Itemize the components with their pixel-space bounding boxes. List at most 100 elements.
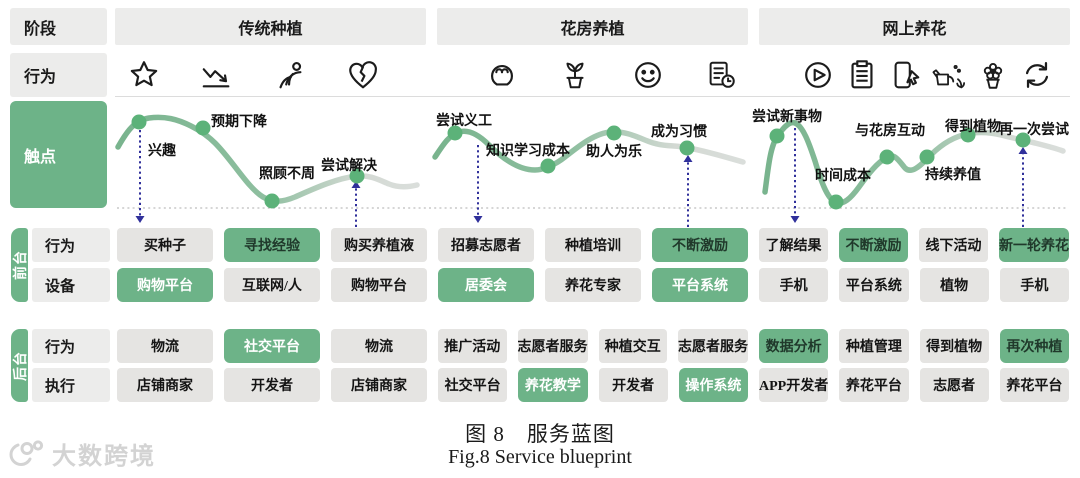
- curve-point-label: 尝试新事物: [752, 110, 822, 125]
- figure-caption-zh: 图 8 服务蓝图: [465, 422, 615, 446]
- blueprint-cell: 社交平台: [224, 329, 320, 363]
- blueprint-cell: 得到植物: [919, 329, 989, 363]
- curve-dot: [131, 114, 147, 130]
- report-clock-icon: [704, 58, 738, 92]
- icons-phase2: [469, 53, 790, 97]
- phase-cell-group: 社交平台养花教学开发者操作系统: [438, 368, 748, 402]
- blueprint-cell: 种植管理: [839, 329, 909, 363]
- blueprint-cell: 招募志愿者: [438, 228, 534, 262]
- curve-point-label: 与花房互动: [855, 124, 925, 139]
- blueprint-cell: APP开发者: [759, 368, 829, 402]
- stage-row-label: 阶段: [10, 8, 107, 45]
- phase-cell-group: 招募志愿者种植培训不断激励: [438, 228, 748, 262]
- watermark: 大数跨境: [8, 436, 156, 471]
- touchpoint-row-label: 触点: [10, 101, 107, 208]
- figure-caption-en: Fig.8 Service blueprint: [448, 446, 632, 468]
- blueprint-cell: 购买养植液: [331, 228, 427, 262]
- front-stage-bar: 前台: [11, 228, 29, 302]
- arrow-head-down: [473, 216, 483, 223]
- phase-cell-group: APP开发者养花平台志愿者养花平台: [759, 368, 1069, 402]
- blueprint-cell: 买种子: [117, 228, 213, 262]
- curve-point-label: 时间成本: [815, 169, 871, 184]
- blueprint-cell: 不断激励: [652, 228, 748, 262]
- curve-point-label: 知识学习成本: [486, 144, 570, 159]
- curve-dot: [960, 127, 976, 143]
- blueprint-cell: 社交平台: [438, 368, 508, 402]
- care-person-icon: [273, 58, 307, 92]
- checklist-icon: [845, 58, 879, 92]
- blueprint-cell: 互联网/人: [224, 268, 320, 302]
- blueprint-cell: 操作系统: [678, 368, 748, 402]
- curve-point-label: 兴趣: [148, 144, 176, 159]
- blueprint-cell: 志愿者: [919, 368, 989, 402]
- curve-dot: [447, 125, 463, 141]
- blueprint-cell: 种植交互: [598, 329, 667, 363]
- play-icon: [801, 58, 835, 92]
- blueprint-cell: 种植培训: [545, 228, 641, 262]
- curve-point-label: 持续养值: [925, 168, 981, 183]
- blueprint-cell: 再次种植: [999, 329, 1069, 363]
- curve-labels-layer: 兴趣预期下降照顾不周尝试解决尝试义工知识学习成本助人为乐成为习惯尝试新事物时间成…: [0, 0, 1080, 230]
- phase-cell-group: 手机平台系统植物手机: [759, 268, 1069, 302]
- phase-cell-group: 居委会养花专家平台系统: [438, 268, 748, 302]
- blueprint-cell: 寻找经验: [224, 228, 320, 262]
- icons-phase1: [115, 53, 458, 97]
- blueprint-cell: 植物: [919, 268, 989, 302]
- blueprint-cell: 数据分析: [759, 329, 829, 363]
- arrow-head-down: [135, 216, 145, 223]
- blueprint-cell: 店铺商家: [117, 368, 213, 402]
- blueprint-cell: 平台系统: [839, 268, 909, 302]
- blueprint-cell: 开发者: [598, 368, 668, 402]
- curve-phase2: [432, 128, 746, 173]
- back-execute-row-label: 执行: [32, 368, 110, 402]
- back-stage-bar-label: 后台: [13, 350, 29, 381]
- watermark-logo-icon: [9, 439, 44, 466]
- blueprint-cell: 居委会: [438, 268, 534, 302]
- blueprint-cell: 不断激励: [839, 228, 908, 262]
- fist-icon: [485, 58, 519, 92]
- arrow-head-up: [351, 181, 361, 188]
- blueprint-cell: 手机: [999, 268, 1069, 302]
- decline-trend-icon: [200, 58, 234, 92]
- phase-header-traditional: 传统种植: [115, 8, 426, 45]
- blueprint-row: 物流社交平台物流推广活动志愿者服务种植交互志愿者服务数据分析种植管理得到植物再次…: [117, 329, 1069, 363]
- blueprint-cell: 养花教学: [518, 368, 588, 402]
- blueprint-cell: 新一轮养花: [999, 228, 1069, 262]
- front-device-row-label: 设备: [32, 268, 110, 302]
- blueprint-cell: 志愿者服务: [678, 329, 748, 363]
- phase-cell-group: 店铺商家开发者店铺商家: [117, 368, 427, 402]
- curve-point-label: 尝试解决: [321, 159, 377, 174]
- phase-header-online: 网上养花: [759, 8, 1070, 45]
- back-stage-bar: 后台: [11, 329, 29, 402]
- curve-dot: [264, 193, 280, 209]
- phone-interaction-icon: [889, 58, 923, 92]
- curve-dots: [131, 114, 1031, 210]
- blueprint-cell: 物流: [331, 329, 427, 363]
- blueprint-cell: 养花专家: [545, 268, 641, 302]
- broken-heart-icon: [346, 58, 380, 92]
- blueprint-cell: 店铺商家: [331, 368, 427, 402]
- blueprint-cell: 养花平台: [839, 368, 909, 402]
- phase-cell-group: 推广活动志愿者服务种植交互志愿者服务: [438, 329, 748, 363]
- potted-sprout-icon: [558, 58, 592, 92]
- watering-can-icon: [932, 58, 966, 92]
- blueprint-row: 购物平台互联网/人购物平台居委会养花专家平台系统手机平台系统植物手机: [117, 268, 1069, 302]
- curve-dot: [606, 125, 622, 141]
- blueprint-row: 买种子寻找经验购买养植液招募志愿者种植培训不断激励了解结果不断激励线下活动新一轮…: [117, 228, 1069, 262]
- curve-point-label: 成为习惯: [651, 125, 707, 140]
- icons-phase3: [801, 53, 1070, 97]
- phase-header-row: 传统种植 花房养植 网上养花: [115, 8, 1070, 45]
- curve-dot: [879, 149, 895, 165]
- arrow-head-up: [1018, 147, 1028, 154]
- watermark-text: 大数跨境: [52, 443, 156, 470]
- curve-dot: [828, 194, 844, 210]
- blueprint-cell: 了解结果: [759, 228, 828, 262]
- dotted-arrows: [135, 128, 1028, 227]
- behavior-row-label: 行为: [10, 53, 107, 97]
- arrow-head-up: [683, 155, 693, 162]
- icons-row-separator: [115, 96, 1070, 97]
- curve-dot: [919, 149, 935, 165]
- blueprint-cell: 购物平台: [331, 268, 427, 302]
